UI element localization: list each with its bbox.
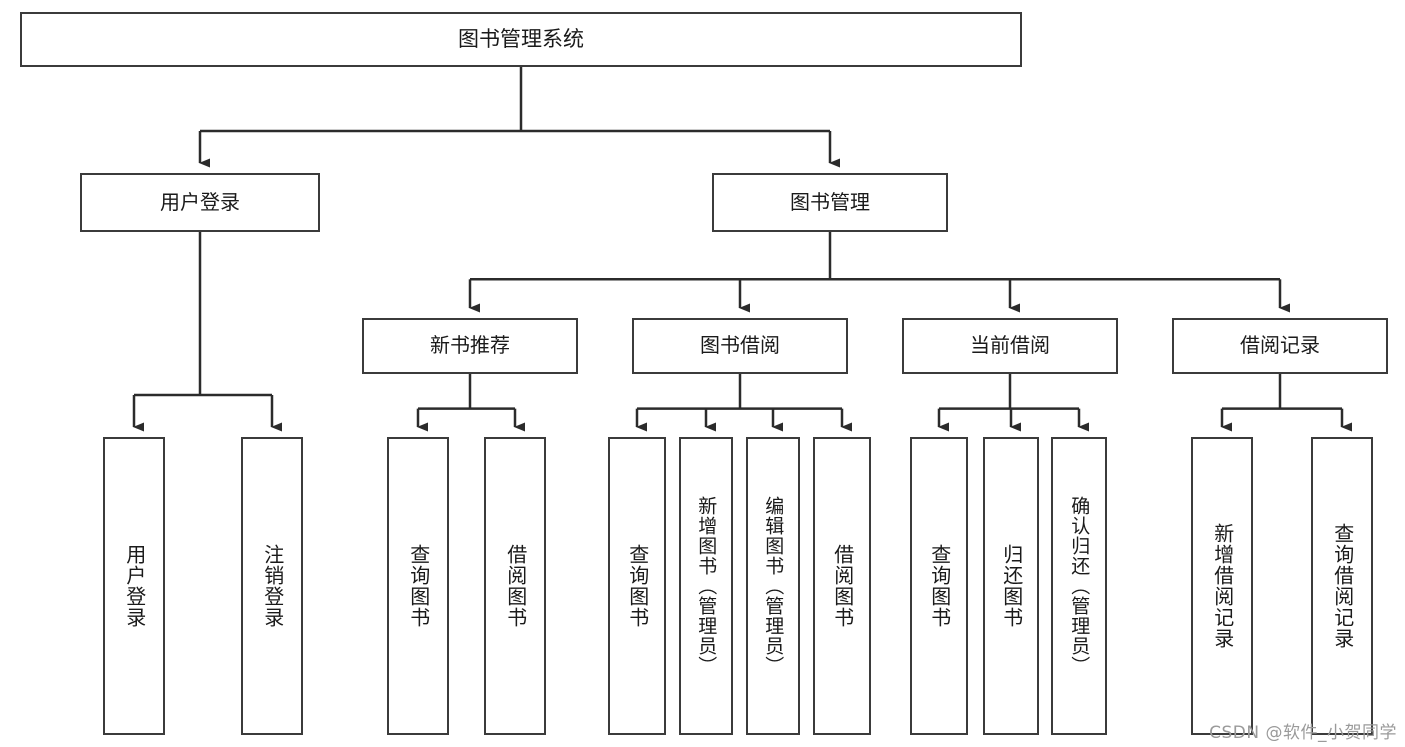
node-leaf-logout[interactable]: 注销登录 <box>241 437 303 735</box>
node-borrow-record-label: 借阅记录 <box>1240 333 1320 358</box>
node-book-borrow[interactable]: 图书借阅 <box>632 318 848 374</box>
node-leaf-add-record-label: 新增借阅记录 <box>1210 523 1235 649</box>
node-leaf-logout-label: 注销登录 <box>260 544 285 628</box>
node-book-borrow-label: 图书借阅 <box>700 333 780 358</box>
node-leaf-query-book-3[interactable]: 查询图书 <box>910 437 968 735</box>
node-leaf-add-record[interactable]: 新增借阅记录 <box>1191 437 1253 735</box>
node-current-borrow[interactable]: 当前借阅 <box>902 318 1118 374</box>
node-leaf-query-book-2-label: 查询图书 <box>625 544 650 628</box>
node-leaf-add-book-label: 新增图书（管理员） <box>695 496 718 676</box>
node-leaf-edit-book[interactable]: 编辑图书（管理员） <box>746 437 800 735</box>
node-book-manage-label: 图书管理 <box>790 189 870 214</box>
node-leaf-query-record[interactable]: 查询借阅记录 <box>1311 437 1373 735</box>
node-leaf-user-login-label: 用户登录 <box>122 544 147 628</box>
node-new-book-rec[interactable]: 新书推荐 <box>362 318 578 374</box>
node-borrow-record[interactable]: 借阅记录 <box>1172 318 1388 374</box>
node-user-login-label: 用户登录 <box>160 189 240 214</box>
node-leaf-query-record-label: 查询借阅记录 <box>1330 523 1355 649</box>
node-leaf-borrow-book-2[interactable]: 借阅图书 <box>813 437 871 735</box>
node-leaf-edit-book-label: 编辑图书（管理员） <box>762 496 785 676</box>
node-root-label: 图书管理系统 <box>458 27 584 52</box>
node-leaf-borrow-book-2-label: 借阅图书 <box>830 544 855 628</box>
node-leaf-user-login[interactable]: 用户登录 <box>103 437 165 735</box>
node-new-book-rec-label: 新书推荐 <box>430 333 510 358</box>
node-user-login[interactable]: 用户登录 <box>80 173 320 232</box>
node-leaf-confirm-return[interactable]: 确认归还（管理员） <box>1051 437 1107 735</box>
watermark-text: CSDN @软件_小贺同学 <box>1209 723 1397 743</box>
node-leaf-query-book-1[interactable]: 查询图书 <box>387 437 449 735</box>
node-leaf-query-book-3-label: 查询图书 <box>927 544 952 628</box>
node-leaf-query-book-2[interactable]: 查询图书 <box>608 437 666 735</box>
node-root[interactable]: 图书管理系统 <box>20 12 1022 67</box>
node-leaf-return-book[interactable]: 归还图书 <box>983 437 1039 735</box>
node-current-borrow-label: 当前借阅 <box>970 333 1050 358</box>
node-book-manage[interactable]: 图书管理 <box>712 173 948 232</box>
node-leaf-borrow-book-1[interactable]: 借阅图书 <box>484 437 546 735</box>
node-leaf-confirm-return-label: 确认归还（管理员） <box>1068 496 1091 676</box>
node-leaf-borrow-book-1-label: 借阅图书 <box>503 544 528 628</box>
node-leaf-return-book-label: 归还图书 <box>999 544 1024 628</box>
node-leaf-add-book[interactable]: 新增图书（管理员） <box>679 437 733 735</box>
node-leaf-query-book-1-label: 查询图书 <box>406 544 431 628</box>
